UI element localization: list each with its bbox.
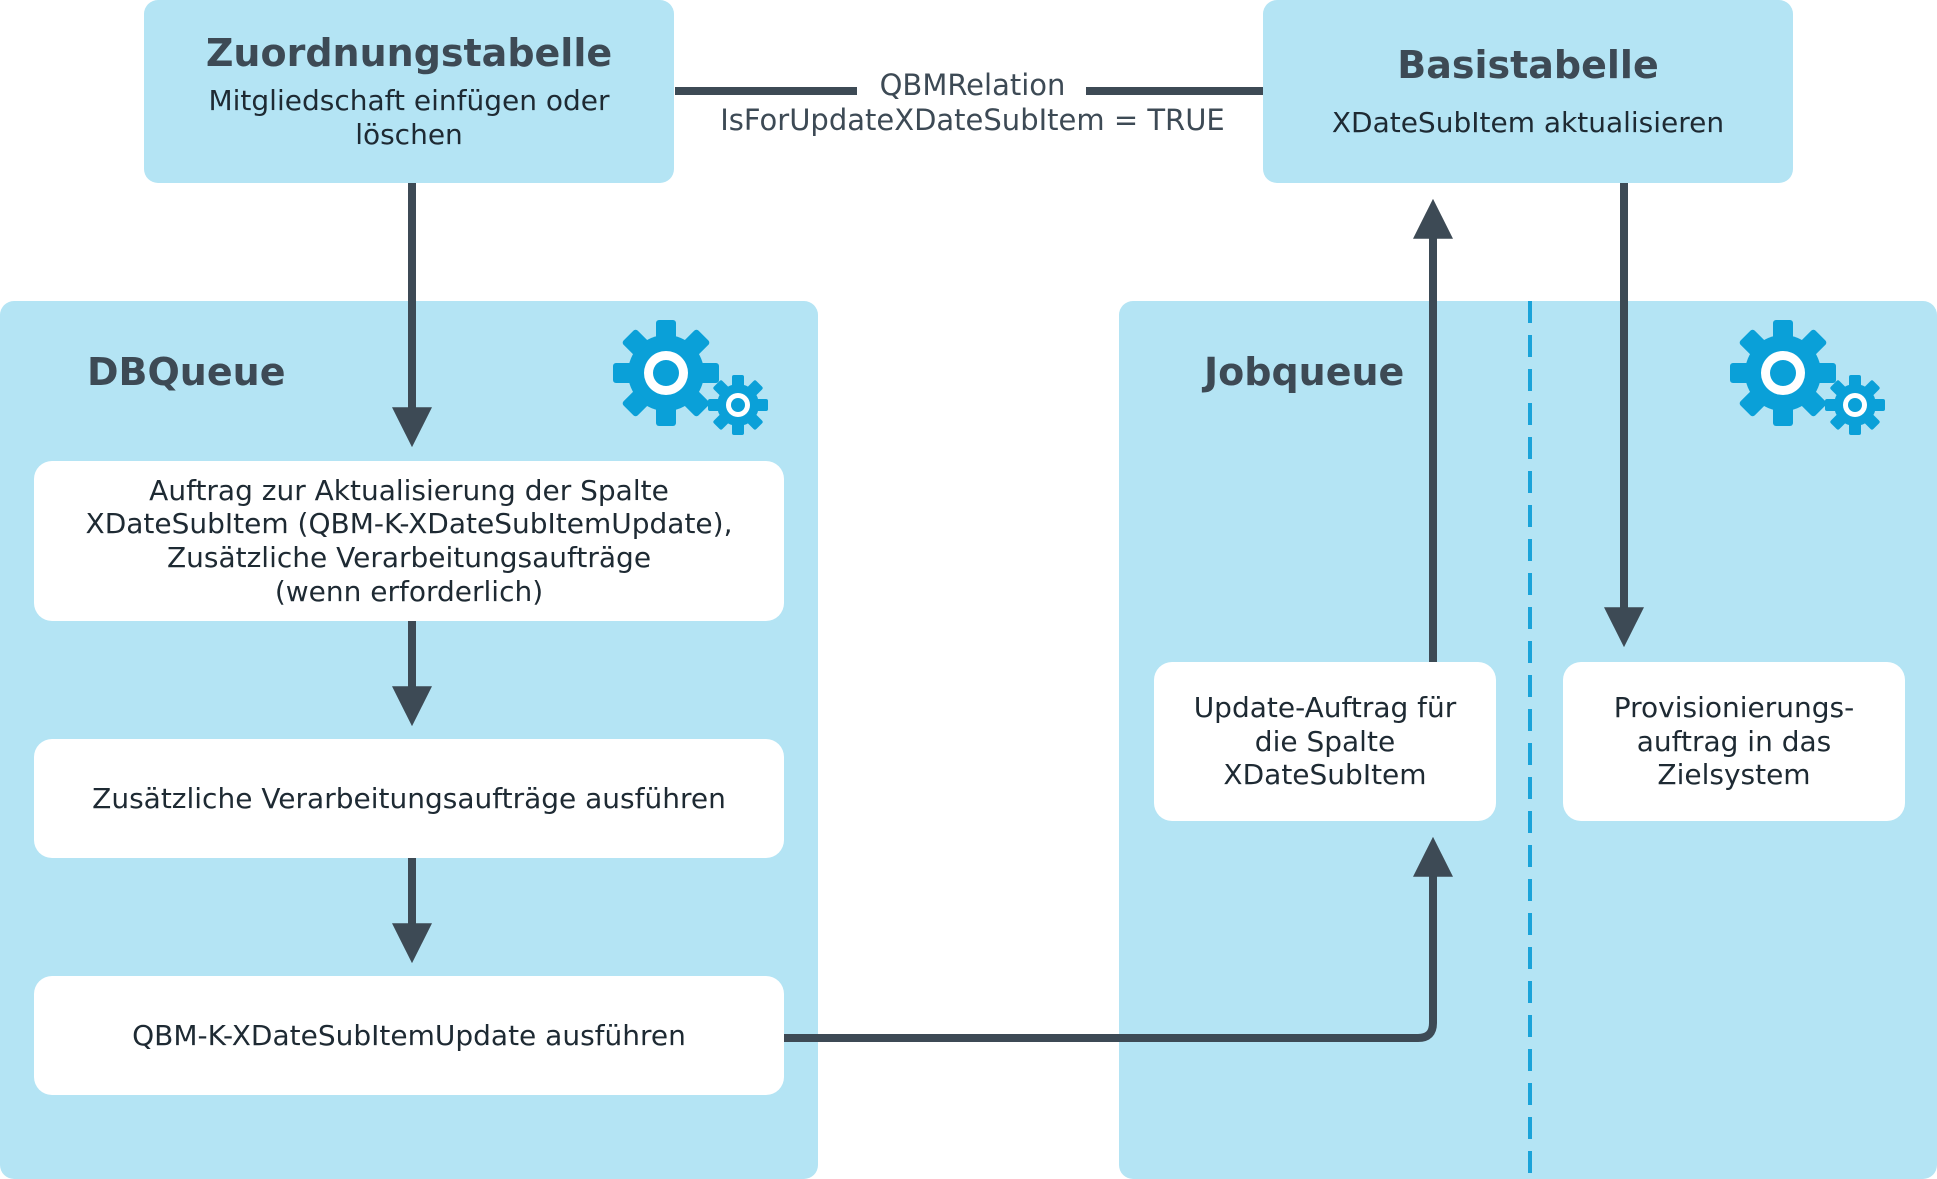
base-table-box: Basistabelle XDateSubItem aktualisieren <box>1263 0 1793 183</box>
dbqueue-title: DBQueue <box>87 350 286 394</box>
mapping-table-subtitle: Mitgliedschaft einfügen oder löschen <box>208 84 610 152</box>
mapping-table-box: Zuordnungstabelle Mitgliedschaft einfüge… <box>144 0 674 183</box>
relation-label: QBMRelation IsForUpdateXDateSubItem = TR… <box>690 68 1255 139</box>
gears-icon <box>613 320 768 435</box>
provisioning-job-card: Provisionierungs- auftrag in das Zielsys… <box>1563 662 1905 821</box>
arrow-step3-to-update-job <box>784 836 1453 1042</box>
relation-condition: IsForUpdateXDateSubItem = TRUE <box>720 103 1225 138</box>
dbqueue-step-run-extra-jobs: Zusätzliche Verarbeitungsaufträge ausfüh… <box>34 739 784 858</box>
base-table-subtitle: XDateSubItem aktualisieren <box>1331 106 1725 140</box>
gears-icon <box>1730 320 1885 435</box>
dbqueue-step-create-job: Auftrag zur Aktualisierung der Spalte XD… <box>34 461 784 621</box>
dbqueue-step-run-update: QBM-K-XDateSubItemUpdate ausführen <box>34 976 784 1095</box>
update-job-card: Update-Auftrag für die Spalte XDateSubIt… <box>1154 662 1496 821</box>
relation-name: QBMRelation <box>879 68 1066 102</box>
mapping-table-title: Zuordnungstabelle <box>205 30 613 75</box>
base-table-title: Basistabelle <box>1397 42 1659 87</box>
jobqueue-title: Jobqueue <box>1204 350 1405 394</box>
